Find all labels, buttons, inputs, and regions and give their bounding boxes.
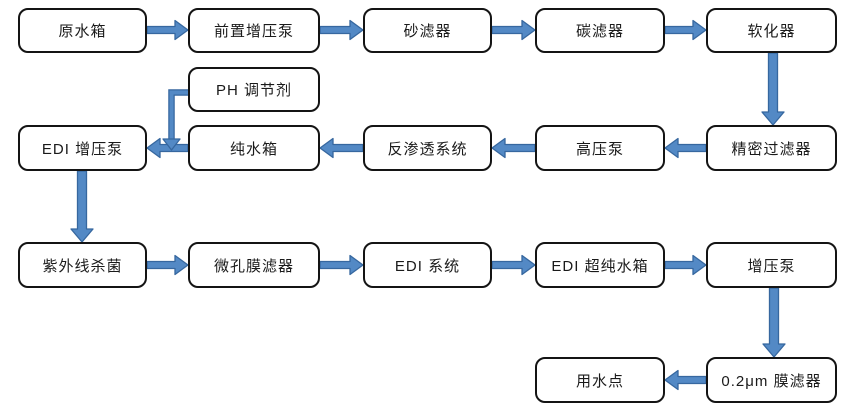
node-uv-sterilizer: 紫外线杀菌 — [18, 242, 147, 288]
node-pure-water-tank: 纯水箱 — [188, 125, 320, 171]
flow-arrow — [319, 137, 364, 159]
node-edi-system: EDI 系统 — [363, 242, 492, 288]
node-sand-filter: 砂滤器 — [363, 8, 492, 53]
node-high-pressure-pump: 高压泵 — [535, 125, 665, 171]
ph-elbow-connector — [169, 90, 188, 139]
flow-arrow — [664, 369, 707, 391]
node-ro-system: 反渗透系统 — [363, 125, 492, 171]
flow-arrow — [146, 137, 189, 159]
node-raw-water-tank: 原水箱 — [18, 8, 147, 53]
flow-arrow — [319, 19, 364, 41]
flow-arrow — [491, 19, 536, 41]
flow-arrow — [664, 254, 707, 276]
node-membrane-filter-02um: 0.2μm 膜滤器 — [706, 357, 837, 403]
node-edi-boost-pump: EDI 增压泵 — [18, 125, 147, 171]
ph-elbow-connector-outline — [168, 89, 188, 139]
flow-arrow — [761, 52, 785, 126]
node-use-point: 用水点 — [535, 357, 665, 403]
flow-arrow — [664, 137, 707, 159]
flow-arrow — [491, 137, 536, 159]
node-edi-ultrapure-tank: EDI 超纯水箱 — [535, 242, 665, 288]
flow-arrow — [664, 19, 707, 41]
flow-arrow — [491, 254, 536, 276]
flow-arrow — [146, 19, 189, 41]
ph-elbow-arrowhead — [162, 138, 181, 151]
node-ph-dosing: PH 调节剂 — [188, 67, 320, 112]
flow-arrow — [146, 254, 189, 276]
node-micro-membrane-filter: 微孔膜滤器 — [188, 242, 320, 288]
flow-arrow — [70, 170, 94, 243]
flow-arrow — [319, 254, 364, 276]
node-pre-boost-pump: 前置增压泵 — [188, 8, 320, 53]
node-softener: 软化器 — [706, 8, 837, 53]
node-precision-filter: 精密过滤器 — [706, 125, 837, 171]
flow-arrow — [762, 287, 786, 358]
node-boost-pump: 增压泵 — [706, 242, 837, 288]
node-carbon-filter: 碳滤器 — [535, 8, 665, 53]
